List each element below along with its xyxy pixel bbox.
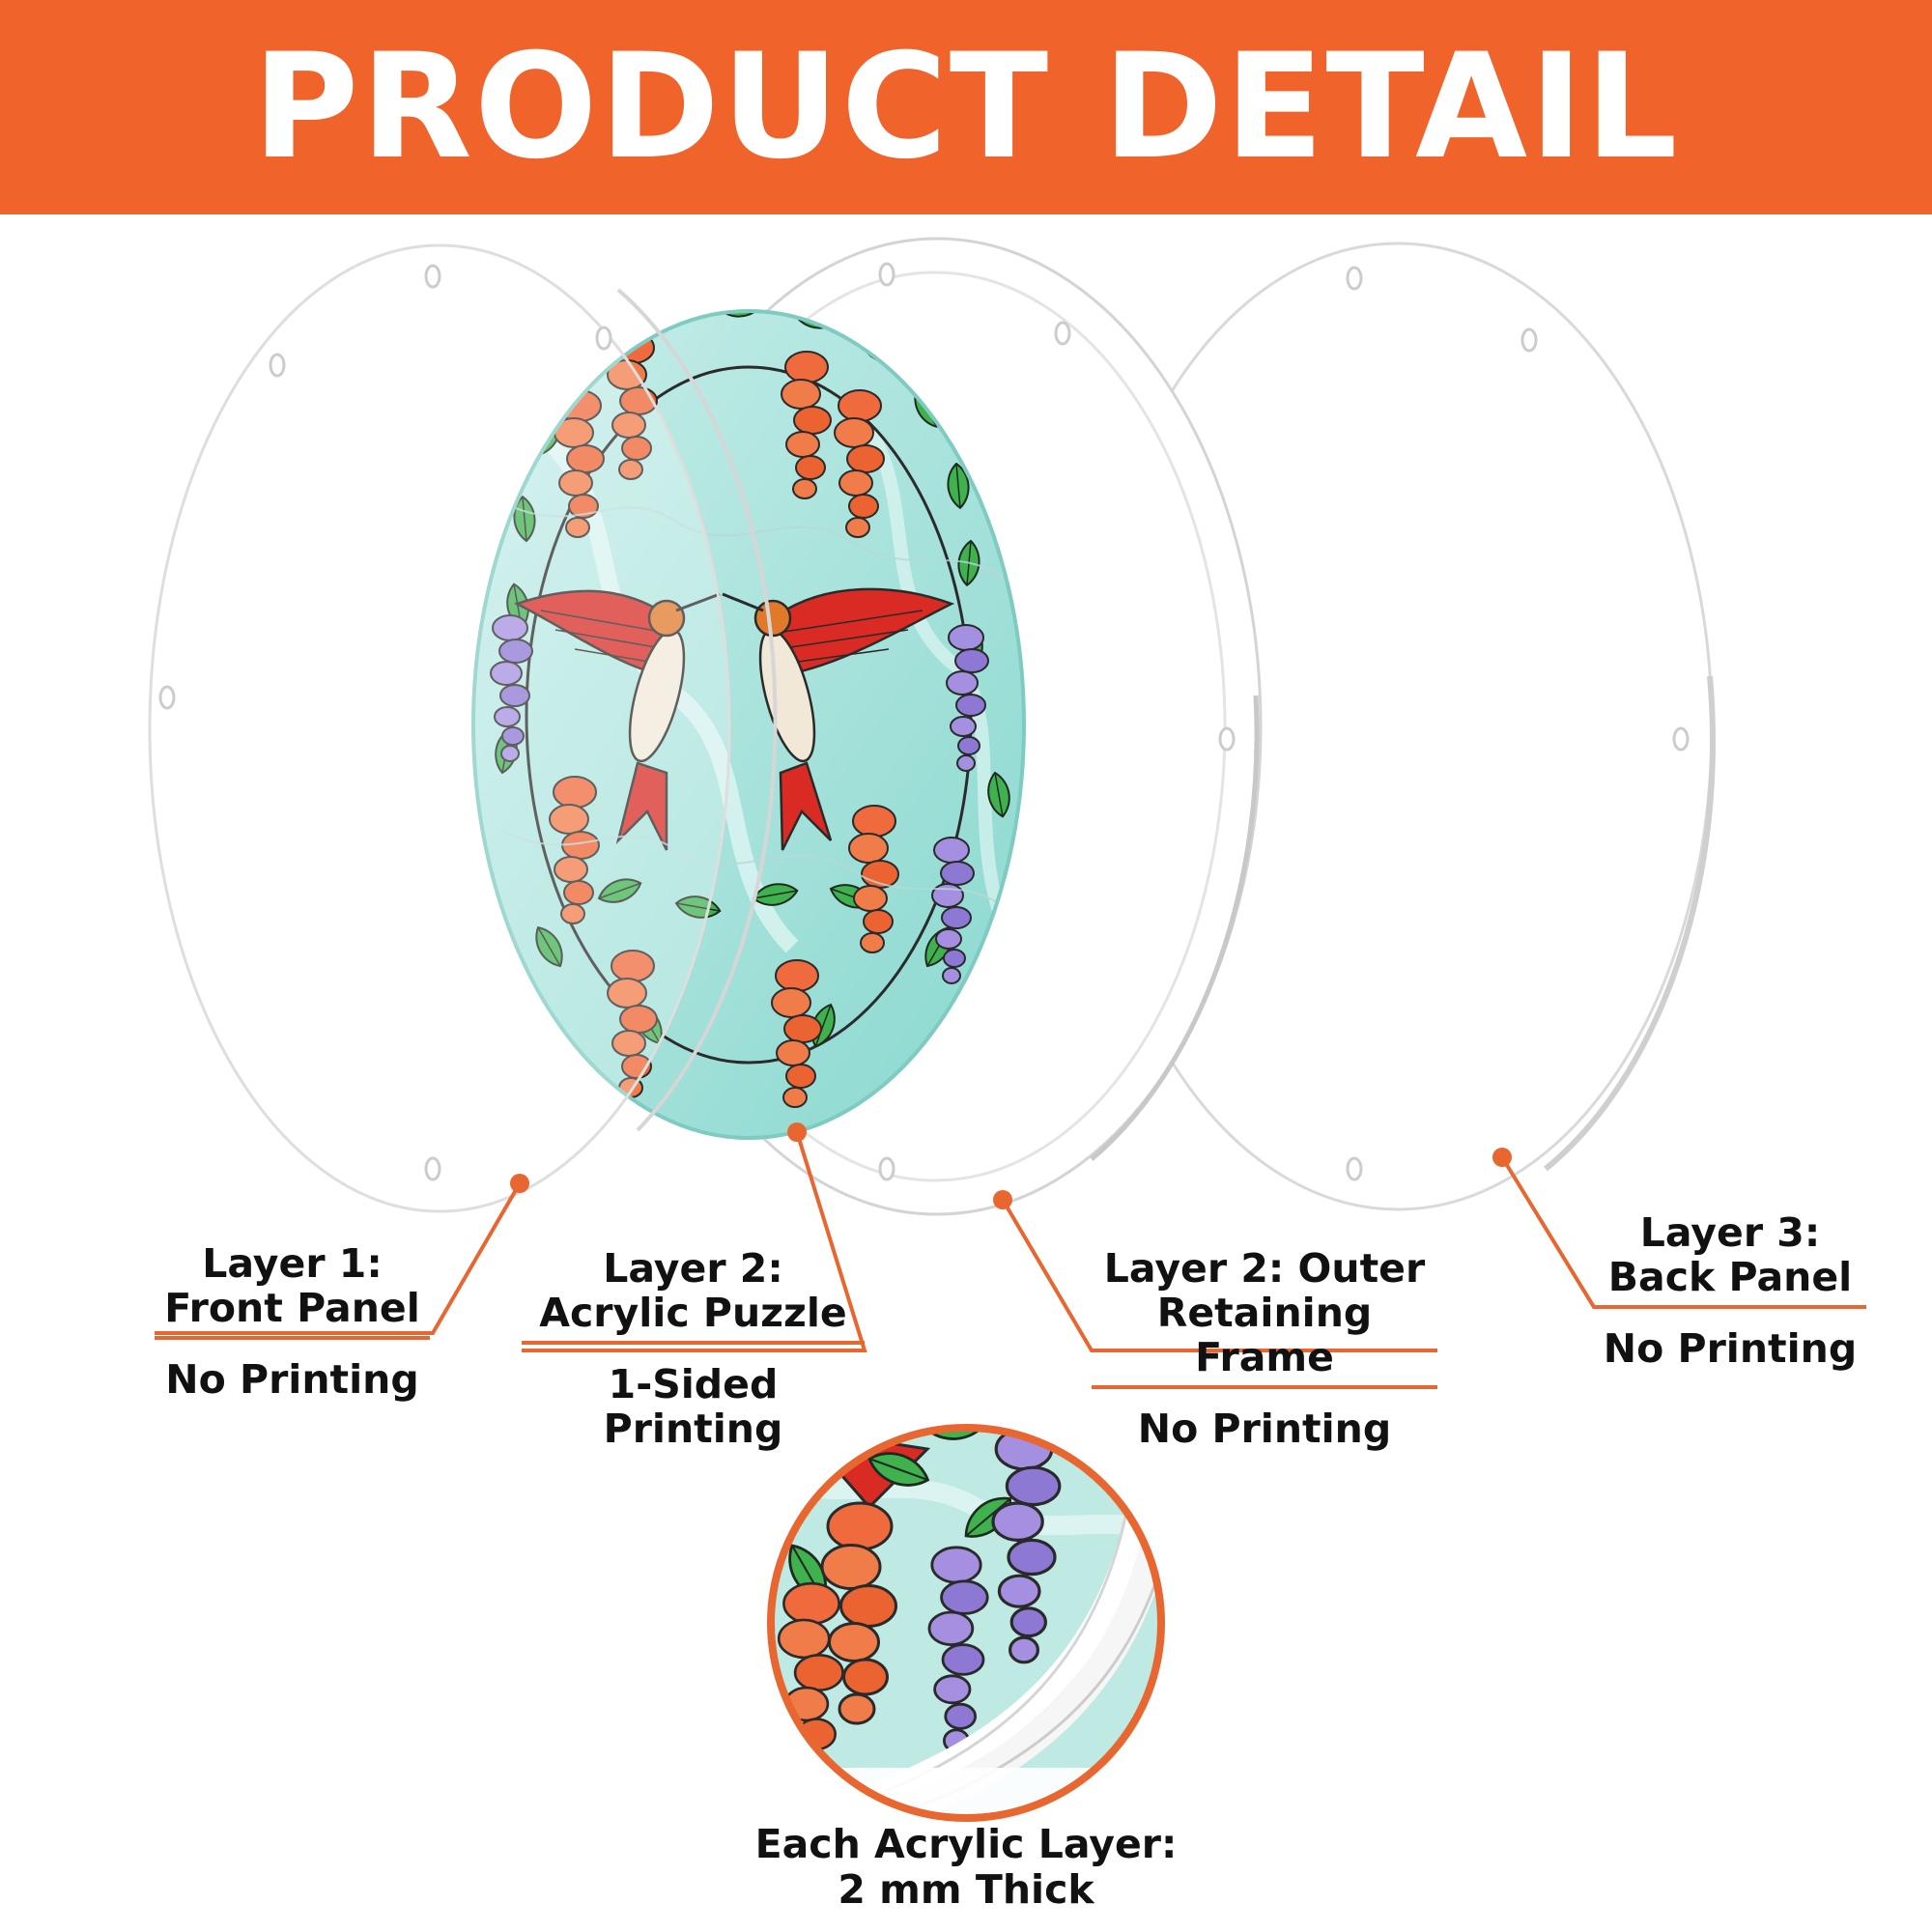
hummingbird-left [513,589,721,851]
layer-3-subtitle: Back Panel [1607,1254,1853,1300]
layer-2-rule [522,1341,865,1345]
front-panel [148,243,778,1213]
thickness-caption: Each Acrylic Layer: 2 mm Thick [676,1822,1256,1913]
layer-1-subtitle: Front Panel [164,1285,420,1331]
layer-3-label: Layer 3: Back Panel No Printing [1594,1210,1866,1371]
layer-3-title: Layer 3: [1639,1209,1821,1256]
layer-2-subtitle: Acrylic Puzzle [539,1290,847,1336]
layer-3-rule [1594,1305,1866,1309]
caption-line-1: Each Acrylic Layer: [754,1821,1178,1867]
layer-2-outer-title: Layer 2: Outer [1103,1245,1426,1292]
callout-dots [510,1122,1512,1209]
header-banner: PRODUCT DETAIL [0,0,1932,214]
layer-2-outer-subtitle: Retaining Frame [1156,1290,1373,1380]
layer-2-outer-printing: No Printing [1137,1406,1392,1452]
layer-1-rule [155,1336,430,1340]
layer-2-outer-rule [1092,1385,1437,1389]
layer-2-title: Layer 2: [603,1245,783,1292]
layer-2-outer-label: Layer 2: Outer Retaining Frame No Printi… [1092,1246,1437,1451]
layer-2-label: Layer 2: Acrylic Puzzle 1-Sided Printing [522,1246,865,1451]
layer-3-printing: No Printing [1603,1325,1858,1372]
layer-1-title: Layer 1: [202,1240,383,1287]
layer-2-printing: 1-Sided Printing [603,1361,783,1452]
layer-1-printing: No Printing [165,1356,419,1403]
layer-1-label: Layer 1: Front Panel No Printing [155,1241,430,1402]
acrylic-puzzle [471,309,1026,1140]
caption-line-2: 2 mm Thick [838,1866,1094,1913]
page-title: PRODUCT DETAIL [252,23,1680,191]
zoom-detail [767,1424,1165,1822]
